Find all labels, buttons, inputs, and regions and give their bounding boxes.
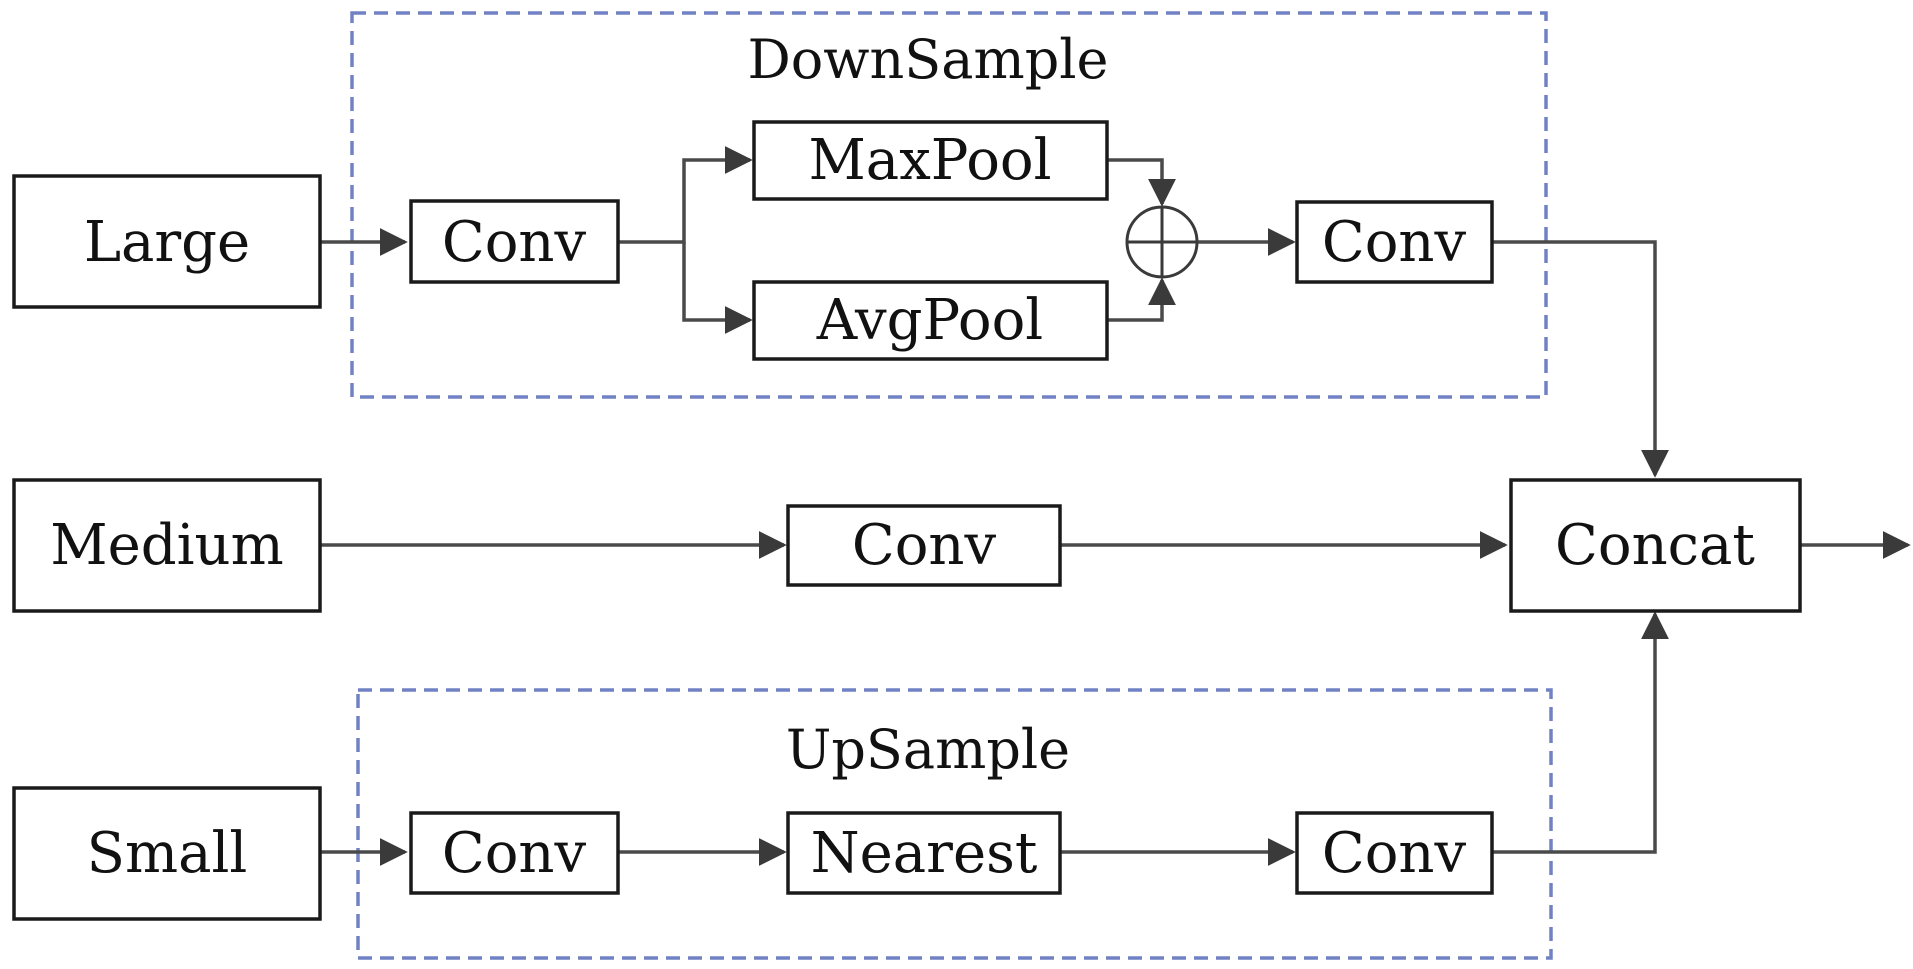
upsample-title: UpSample [786,718,1070,781]
node-down-conv-in-label: Conv [442,210,587,275]
connectors [320,146,1911,866]
node-small: Small [12,786,322,921]
node-down-conv-out: Conv [1295,200,1494,284]
edge-downconv-concat [1492,240,1669,478]
node-down-conv-in: Conv [409,199,620,284]
node-large-label: Large [84,210,250,275]
node-up-conv-in-label: Conv [442,821,587,886]
node-maxpool-label: MaxPool [808,128,1051,193]
edge-conv-avgpool [682,242,753,334]
edge-maxpool-sum [1107,158,1176,207]
node-concat-label: Concat [1555,513,1755,578]
node-nearest: Nearest [786,811,1062,895]
node-large: Large [12,174,322,309]
downsample-title: DownSample [748,28,1109,91]
downsample-group: DownSample [350,11,1548,399]
node-up-conv-out-label: Conv [1322,821,1467,886]
upsample-group: UpSample [356,688,1553,960]
node-medium-label: Medium [50,513,283,578]
node-maxpool: MaxPool [752,120,1109,201]
node-medium-conv-label: Conv [852,513,997,578]
node-concat: Concat [1509,478,1802,613]
node-small-label: Small [87,821,248,886]
edge-avgpool-sum [1107,277,1176,322]
node-up-conv-in: Conv [409,811,620,895]
edge-upconv-concat [1492,611,1669,854]
node-nearest-label: Nearest [811,821,1038,886]
edge-conv-maxpool [618,146,753,244]
node-medium-conv: Conv [786,504,1062,587]
node-avgpool: AvgPool [752,280,1109,361]
node-up-conv-out: Conv [1295,811,1494,895]
node-down-conv-out-label: Conv [1322,210,1467,275]
node-avgpool-label: AvgPool [816,288,1043,353]
elementwise-sum-icon [1125,205,1199,279]
node-medium: Medium [12,478,322,613]
